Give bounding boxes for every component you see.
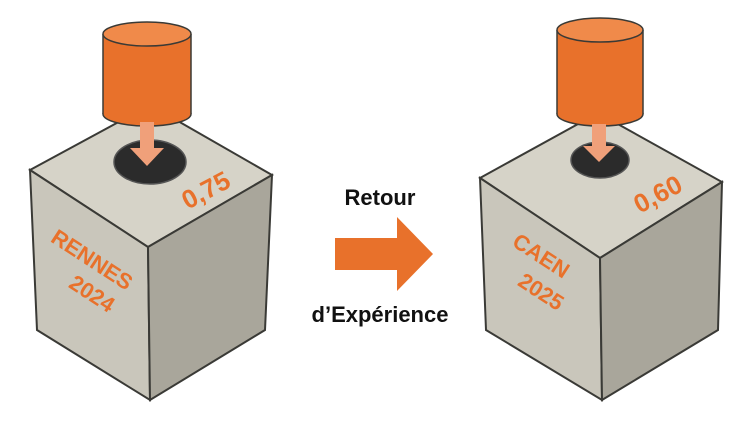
right-cylinder [556,17,644,127]
right-cube: 0,60 CAEN 2025 [478,17,724,402]
arrow-right-icon [335,217,433,291]
right-cube-side-face [598,180,724,402]
left-cube: 0,75 RENNES 2024 [28,21,275,402]
left-down-arrow-icon [130,122,164,166]
transition-group: Retour d’Expérience [312,185,449,327]
left-cylinder [102,21,192,127]
left-cube-side-face [146,173,274,402]
right-down-arrow-icon [583,124,615,162]
transition-label-bottom: d’Expérience [312,302,449,327]
transition-label-top: Retour [345,185,416,210]
